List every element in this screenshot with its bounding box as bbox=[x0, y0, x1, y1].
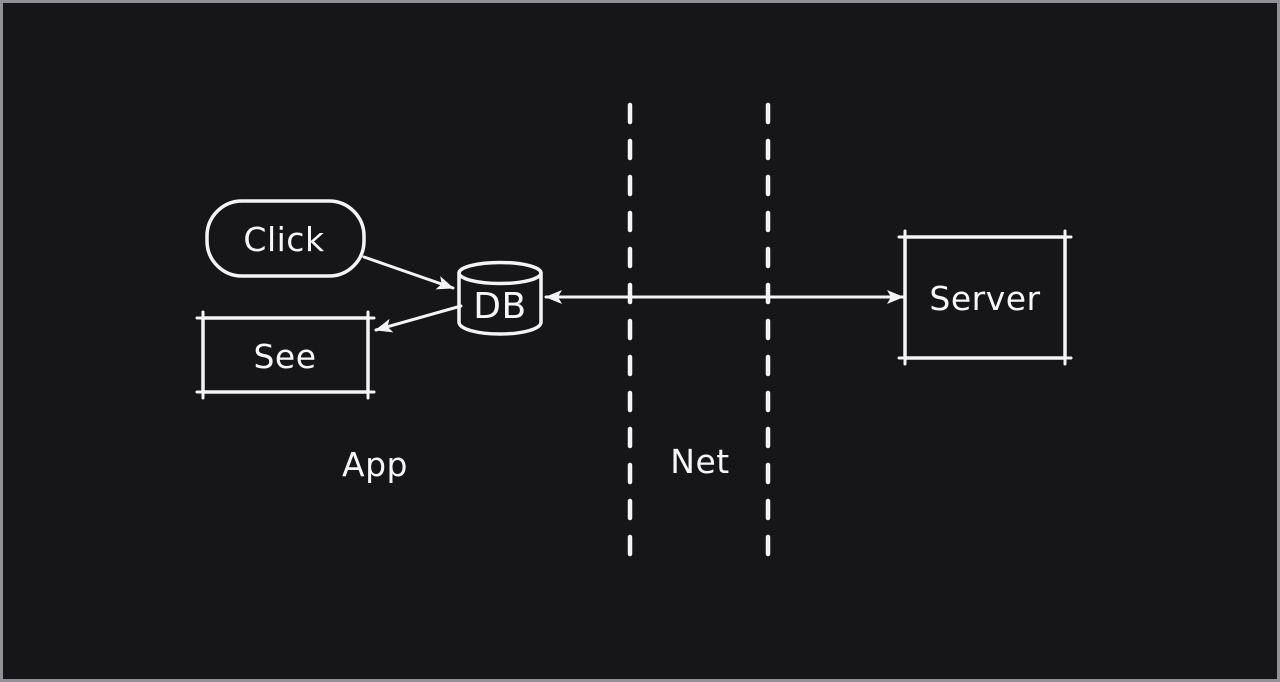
see-rect-shape bbox=[201, 316, 370, 394]
db-cylinder-body bbox=[457, 271, 543, 336]
node-server: Server bbox=[897, 229, 1073, 366]
server-label: Server bbox=[929, 279, 1040, 318]
click-pill-shape bbox=[205, 199, 366, 278]
db-label: DB bbox=[473, 286, 526, 327]
edge-db-to-see bbox=[374, 304, 463, 333]
edge-click-to-db bbox=[362, 255, 455, 290]
click-label: Click bbox=[243, 220, 325, 259]
server-rect-shape bbox=[903, 235, 1067, 360]
node-click: Click bbox=[205, 199, 366, 278]
diagram-svg: Click See DB Server App Net bbox=[195, 102, 1073, 574]
db-cylinder-top bbox=[457, 260, 543, 286]
server-corner-ticks bbox=[897, 229, 1073, 366]
app-zone-label: App bbox=[342, 445, 408, 484]
net-zone-label: Net bbox=[670, 442, 729, 481]
see-corner-ticks bbox=[195, 310, 376, 400]
node-db: DB bbox=[457, 260, 543, 336]
node-see: See bbox=[195, 310, 376, 400]
see-label: See bbox=[253, 337, 316, 376]
